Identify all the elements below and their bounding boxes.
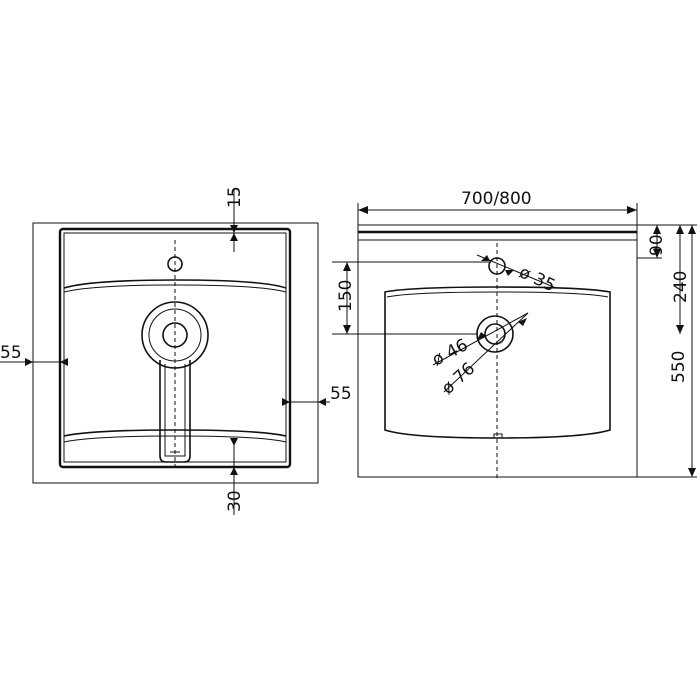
dim55-right-arrow-2 [318,398,326,406]
dim55-left-arrow [25,358,33,366]
dim-top-band-label: 90 [647,234,667,256]
dim-width-label: 700/800 [461,189,532,209]
dim150-arrow-bot [343,325,351,334]
front-view: 700/800 90 240 550 150 ø 35 [332,189,697,478]
dim-total-height-label: 550 [669,351,689,383]
dim90-arrow-bot [653,249,661,258]
dim-bowl-depth-label: 240 [671,271,691,303]
bowl-top-curve [63,279,287,289]
dia76-arrow [518,318,527,326]
dim550-arrow-top [688,225,696,234]
dim30-arrow [230,438,238,446]
dim55-left-arrow-2 [60,358,68,366]
front-bowl-outline [384,286,611,439]
dim550-arrow-bot [688,468,696,477]
dia35-arrow-2 [505,270,514,276]
dim-width-arrow-right [627,206,637,214]
front-overflow-slot [493,433,503,439]
basin-rim-inner [63,232,287,463]
dim240-arrow-bot [676,325,684,334]
cabinet-outline [32,222,319,484]
dim90-arrow-top [653,225,661,234]
dim30-arrow-2 [230,467,238,475]
dia35-leader [476,254,557,289]
dim-right-rim-label: 55 [330,384,352,404]
dim-bowl-offset-label: 150 [336,280,356,312]
dim-front-rim-label: 30 [225,490,245,512]
tap-spout-inner [164,364,186,457]
dim15-arrow-2 [230,233,238,241]
dim240-arrow-top [676,225,684,234]
dim150-arrow-top [343,262,351,271]
dia35-arrow [481,255,490,261]
dim15-arrow [230,225,238,233]
top-view: 15 55 55 30 [0,186,352,515]
tap-spout [159,360,191,463]
front-tap-hole [488,257,506,275]
dim-width-arrow-left [358,206,368,214]
dia46-arrow [477,332,486,340]
dim-tap-hole-label: ø 35 [516,262,558,296]
dia46-leader [432,312,529,366]
dia76-leader [443,312,529,393]
dim-tap-offset-label: 15 [225,186,245,208]
dim55-right-arrow [282,398,290,406]
dim-left-rim-label: 55 [0,343,22,363]
